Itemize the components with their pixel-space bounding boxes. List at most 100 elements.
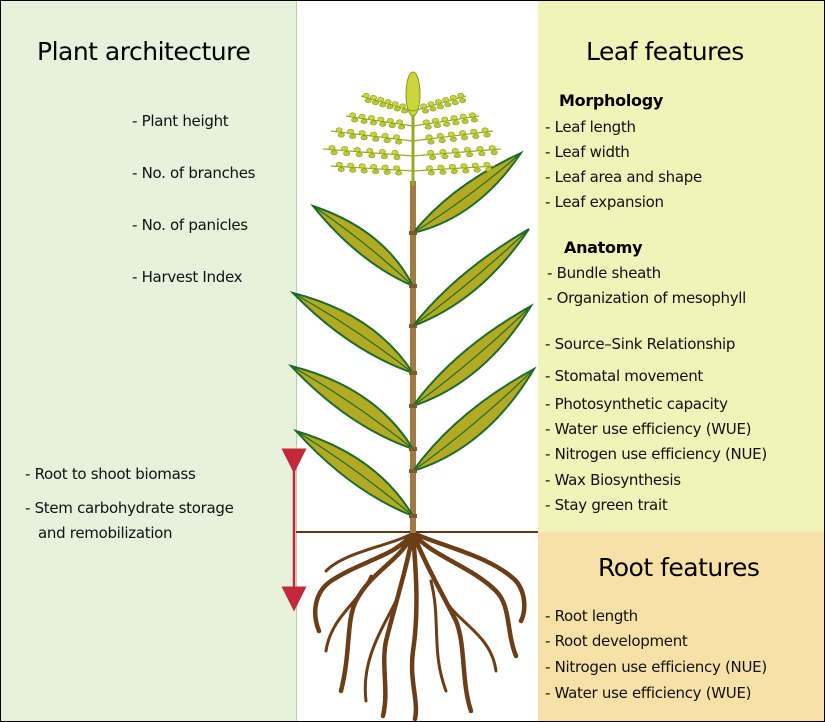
morphology-item: - Leaf expansion	[545, 193, 664, 211]
panicle-icon	[323, 72, 501, 186]
grain	[451, 116, 457, 120]
grain	[387, 105, 393, 109]
grain	[437, 133, 443, 137]
grain	[392, 150, 398, 154]
grain	[458, 93, 464, 97]
grain	[379, 149, 385, 153]
grain	[427, 150, 433, 154]
grain	[369, 153, 375, 157]
leaf-blade	[293, 293, 413, 373]
stem-node	[409, 447, 417, 451]
grain	[394, 107, 400, 111]
grain	[471, 129, 477, 133]
grain	[395, 171, 401, 175]
grain	[361, 119, 367, 123]
grain	[473, 134, 479, 138]
root-item: - Water use efficiency (WUE)	[545, 684, 751, 702]
grain	[393, 166, 399, 170]
root-strand	[413, 533, 471, 711]
anatomy-heading: Anatomy	[564, 238, 642, 257]
grain	[450, 95, 456, 99]
anatomy-item: - Organization of mesophyll	[547, 289, 746, 307]
grain	[491, 151, 497, 155]
grain	[428, 102, 434, 106]
grain	[440, 170, 446, 174]
root-item: - Nitrogen use efficiency (NUE)	[545, 658, 767, 676]
stem-node	[409, 469, 417, 473]
grain	[381, 154, 387, 158]
grain	[448, 132, 454, 136]
grain	[454, 153, 460, 157]
grain	[445, 103, 451, 107]
grain	[489, 146, 495, 150]
grain	[338, 133, 344, 137]
grain	[466, 152, 472, 156]
grain	[464, 147, 470, 151]
left-item: - No. of panicles	[132, 216, 248, 234]
grain	[365, 98, 371, 102]
leaf-item: - Photosynthetic capacity	[545, 395, 728, 413]
grain	[380, 103, 386, 107]
leaf-item: - Nitrogen use efficiency (NUE)	[545, 445, 767, 463]
grain	[460, 98, 466, 102]
grain	[401, 109, 407, 113]
grain	[338, 167, 344, 171]
grain	[393, 135, 399, 139]
morphology-heading: Morphology	[559, 91, 663, 110]
morphology-item: - Leaf width	[545, 143, 630, 161]
grain	[359, 131, 365, 135]
grain	[389, 123, 395, 127]
root-strand	[315, 533, 413, 631]
grain	[428, 171, 434, 175]
morphology-item: - Leaf area and shape	[545, 168, 702, 186]
grain	[378, 117, 384, 121]
left-item: - Harvest Index	[132, 268, 242, 286]
stem-node	[409, 514, 417, 518]
grain	[460, 114, 466, 118]
grain	[486, 167, 492, 171]
leaf-item: - Water use efficiency (WUE)	[545, 420, 751, 438]
grain	[347, 129, 353, 133]
grain	[435, 100, 441, 104]
grain	[350, 113, 356, 117]
grain	[370, 121, 376, 125]
grain	[442, 154, 448, 158]
grain	[387, 118, 393, 122]
grain	[469, 113, 475, 117]
root-features-title: Root features	[598, 553, 759, 582]
left-item: - Plant height	[132, 112, 228, 130]
grain	[426, 166, 432, 170]
grain	[438, 165, 444, 169]
grain	[479, 151, 485, 155]
leaf-blade	[313, 206, 413, 286]
grain	[449, 164, 455, 168]
grain	[430, 107, 436, 111]
root-strand	[383, 533, 413, 716]
grain	[398, 125, 404, 129]
grain	[471, 118, 477, 122]
grain	[352, 118, 358, 122]
grain	[380, 122, 386, 126]
grain	[361, 136, 367, 140]
stem-node	[409, 284, 417, 288]
grain	[461, 136, 467, 140]
grain	[437, 105, 443, 109]
grain	[384, 138, 390, 142]
plant-architecture-title: Plant architecture	[37, 37, 250, 66]
grain	[434, 123, 440, 127]
grain	[336, 128, 342, 132]
grain	[484, 162, 490, 166]
grain	[354, 147, 360, 151]
grain	[370, 132, 376, 136]
grain	[343, 151, 349, 155]
grain	[484, 133, 490, 137]
grain	[432, 118, 438, 122]
grain	[463, 169, 469, 173]
grain	[372, 137, 378, 141]
grain	[367, 148, 373, 152]
grain	[452, 100, 458, 104]
grain	[395, 140, 401, 144]
root-item: - Root development	[545, 632, 687, 650]
